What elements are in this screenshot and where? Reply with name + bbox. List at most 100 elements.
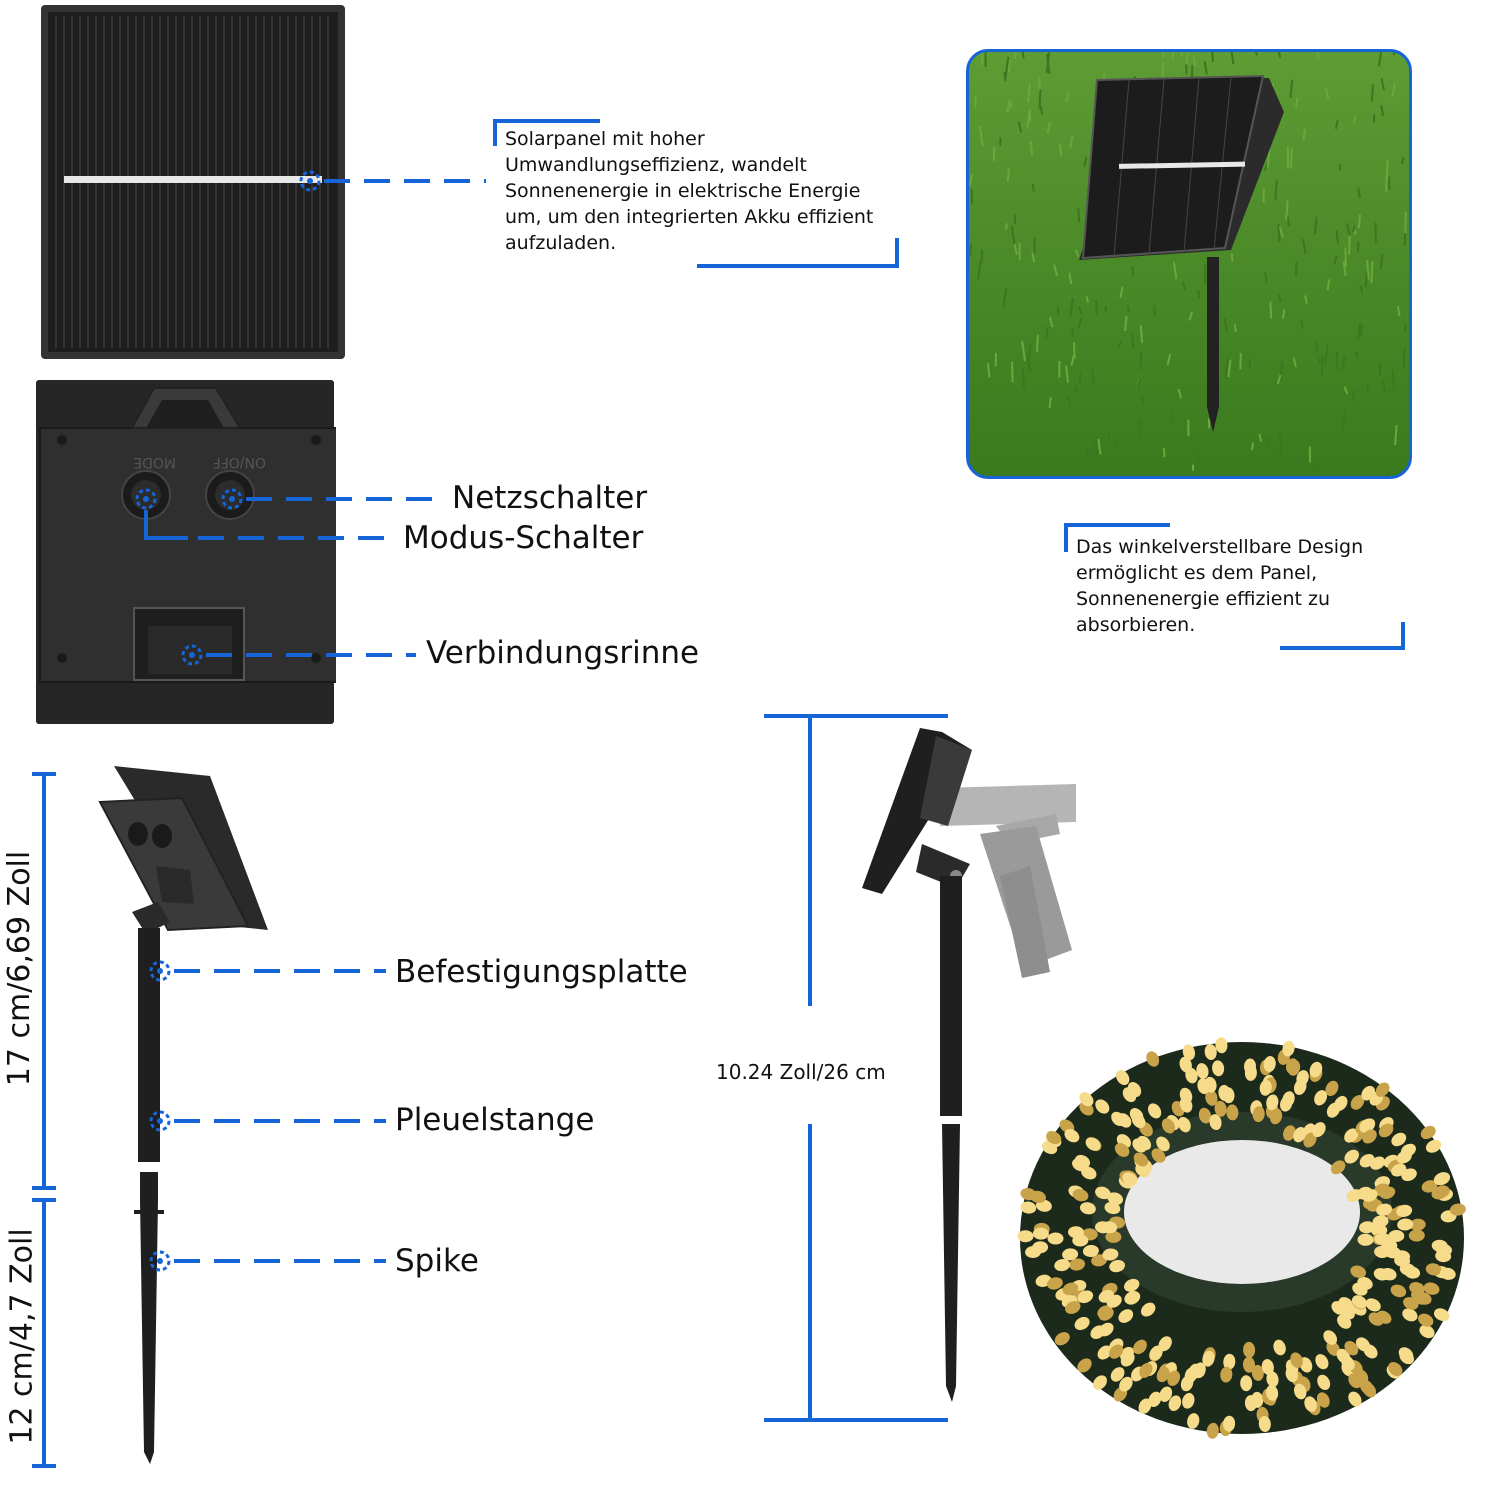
bulb [1388,1362,1403,1377]
mounting-plate-label: Befestigungsplatte [395,954,688,990]
bulb [1182,1392,1195,1409]
bulb [1069,1258,1086,1271]
solar-panel-front-image [40,4,346,360]
bulb [1109,1344,1124,1359]
bulb [1293,1383,1307,1400]
bulb [1179,1097,1193,1113]
light-string-coil-image [986,998,1498,1492]
bulb [1296,1070,1309,1086]
bulb [1215,1037,1228,1054]
bulb [1361,1085,1376,1101]
dim-lower-label: 12 cm/4,7 Zoll [4,1227,40,1445]
bulb [1079,1202,1096,1215]
bulb [1133,1152,1149,1167]
bulb [1185,1067,1198,1084]
bulb [1105,1230,1122,1243]
bulb [1187,1413,1200,1429]
bulb [1330,1160,1346,1175]
bulb [1168,1395,1182,1411]
bulb [1116,1070,1130,1086]
bulb [1293,1127,1307,1143]
bulb [1359,1221,1376,1234]
bulb [1431,1239,1448,1252]
bulb [1097,1345,1112,1360]
bulb [1079,1092,1094,1107]
svg-text:MODE: MODE [133,454,176,470]
bulb [1220,1366,1233,1383]
bulb [1420,1125,1436,1140]
bulb [1098,1289,1114,1303]
bulb [1129,1108,1144,1123]
bulb [1098,1322,1114,1337]
mode-switch-label: Modus-Schalter [403,520,644,556]
bulb [1408,1229,1425,1242]
bulb [1402,1308,1418,1322]
bulb [1017,1230,1034,1243]
bulb [1068,1226,1084,1239]
bulb [1082,1244,1099,1258]
bulb [1411,1289,1427,1303]
bulb [1378,1123,1394,1138]
bulb [1209,1114,1222,1131]
bulb [1399,1350,1414,1365]
bulb [1375,1082,1390,1097]
bulb [1020,1201,1037,1214]
bulb [1341,1355,1355,1371]
bulb [1390,1284,1407,1298]
bulb [1263,1056,1276,1072]
bulb [1374,1183,1390,1197]
bulb [1282,1040,1295,1057]
bulb [1188,1363,1201,1380]
bulb [1352,1282,1368,1296]
bulb [1127,1082,1142,1097]
bulb [1344,1128,1359,1143]
bulb [1030,1190,1046,1204]
bulb [1269,1108,1283,1125]
bulb [1197,1078,1210,1095]
bulb [1098,1307,1114,1321]
bulb [1104,1201,1121,1215]
bulb [1223,1353,1236,1370]
bulb [1095,1186,1111,1200]
bulb [1331,1301,1346,1315]
bulb [1357,1233,1374,1246]
bulb [1119,1376,1133,1392]
bulb [1223,1415,1236,1432]
bulb [1362,1189,1378,1202]
power-switch-label: Netzschalter [452,480,648,516]
bulb [1149,1345,1163,1361]
bulb [1355,1337,1371,1352]
bulb [1352,1295,1367,1309]
adjustable-stake-image [860,726,1082,1420]
bulb [1359,1118,1374,1133]
bulb [1133,1339,1147,1355]
bulb [1362,1382,1377,1398]
power-switch-connector [218,486,448,514]
bulb [1146,1051,1160,1067]
bulb [1198,1107,1212,1124]
bulb [1425,1139,1442,1153]
bulb [1431,1187,1448,1200]
bulb [1303,1132,1317,1148]
bulb [1258,1416,1271,1432]
bulb [1074,1154,1091,1168]
bulb [1047,1277,1063,1290]
bulb [1409,1218,1426,1231]
bulb [1325,1080,1339,1097]
bulb [1346,1189,1362,1202]
bulb [1107,1192,1124,1205]
bulb [1316,1392,1330,1408]
bulb [1204,1044,1217,1060]
bulb [1062,1248,1079,1261]
bulb [1124,1278,1140,1292]
bulb [1206,1422,1219,1439]
bulb [1139,1362,1153,1378]
svg-text:ON/OFF: ON/OFF [213,454,266,470]
solar-panel-description: Solarpanel mit hoher Umwandlungseffizien… [505,128,874,254]
bulb [1384,1246,1401,1259]
bulb [1359,1153,1375,1168]
bulb [1362,1129,1377,1144]
bulb [1376,1203,1393,1216]
bulb [1252,1106,1265,1123]
bulb [1062,1282,1079,1296]
